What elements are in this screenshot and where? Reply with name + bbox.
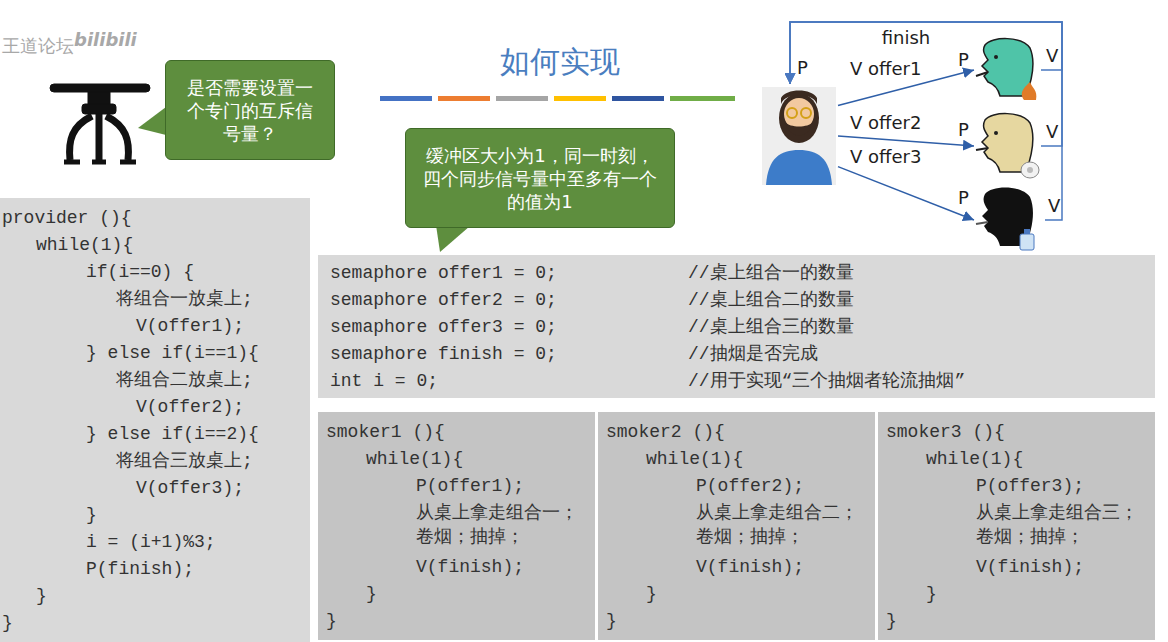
edge-label: V offer3 <box>848 147 923 167</box>
code-line: 从桌上拿走组合三；卷烟；抽掉； <box>976 501 1141 549</box>
code-line: //桌上组合三的数量 <box>688 315 854 339</box>
smoker-figure <box>976 188 1034 250</box>
semaphore-op: V <box>1046 46 1058 66</box>
code-line: if(i==0) { <box>86 260 194 284</box>
code-line: 将组合二放桌上; <box>116 368 253 392</box>
code-line: semaphore offer3 = 0; <box>330 315 557 339</box>
code-line: V(offer3); <box>136 476 244 500</box>
code-line: V(offer1); <box>136 314 244 338</box>
feedback-arrow <box>790 22 1062 84</box>
feedback-arrow <box>790 22 1062 220</box>
semaphore-op: V <box>1046 122 1058 142</box>
slide-title: 如何实现 <box>500 42 620 83</box>
title-bar <box>380 96 735 101</box>
code-line: } <box>366 582 377 606</box>
code-line: } <box>326 609 337 633</box>
code-line: } else if(i==1){ <box>86 341 259 365</box>
code-line: } else if(i==2){ <box>86 422 259 446</box>
bubble-pointer <box>436 225 470 252</box>
code-line: } <box>886 609 897 633</box>
code-panel: smoker2 (){ while(1){ P(offer2); 从桌上拿走组合二；卷… <box>598 412 875 640</box>
provider-figure <box>762 87 836 185</box>
code-line: } <box>646 582 657 606</box>
code-line: //桌上组合二的数量 <box>688 288 854 312</box>
smoker-person <box>975 188 1045 252</box>
code-line: V(finish); <box>696 555 804 579</box>
code-line: V(offer2); <box>136 395 244 419</box>
semaphore-op: P <box>958 50 969 70</box>
edge-label: finish <box>880 28 933 48</box>
code-line: 将组合一放桌上; <box>116 287 253 311</box>
semaphore-op: V <box>1048 196 1060 216</box>
callout-bubble: 缓冲区大小为1，同一时刻，四个同步信号量中至多有一个的值为1 <box>405 128 675 228</box>
code-panel: smoker3 (){ while(1){ P(offer3); 从桌上拿走组合三；卷… <box>878 412 1155 640</box>
code-line: } <box>606 609 617 633</box>
stool-icon <box>50 84 150 162</box>
callout-text: 是否需要设置一个专门的互斥信号量？ <box>185 76 315 145</box>
code-line: } <box>36 584 47 608</box>
code-line: //抽烟是否完成 <box>688 342 818 366</box>
code-line: while(1){ <box>366 447 463 471</box>
code-line: smoker2 (){ <box>606 420 725 444</box>
semaphore-op: P <box>958 188 969 208</box>
code-line: //桌上组合一的数量 <box>688 261 854 285</box>
signal-arrow <box>838 167 974 220</box>
edge-label: V offer1 <box>848 59 923 79</box>
code-line: while(1){ <box>926 447 1023 471</box>
code-line: P(offer1); <box>416 474 524 498</box>
feedback-arrow <box>790 22 1062 146</box>
code-line: int i = 0; <box>330 369 438 393</box>
provider-person <box>760 85 838 187</box>
smoker-figure <box>976 114 1039 178</box>
code-line: 将组合三放桌上; <box>116 449 253 473</box>
edge-label: V offer2 <box>848 113 923 133</box>
declaration-panel: semaphore offer1 = 0; //桌上组合一的数量 semaphore… <box>318 255 1155 398</box>
code-line: semaphore offer1 = 0; <box>330 261 557 285</box>
code-line: smoker1 (){ <box>326 420 445 444</box>
watermark: bilibili <box>74 30 137 50</box>
code-line: } <box>926 582 937 606</box>
code-line: i = (i+1)%3; <box>86 530 216 554</box>
code-line: P(finish); <box>86 557 194 581</box>
code-line: smoker3 (){ <box>886 420 1005 444</box>
code-line: V(finish); <box>416 555 524 579</box>
code-line: provider (){ <box>2 206 132 230</box>
semaphore-op: P <box>797 58 808 78</box>
callout-bubble: 是否需要设置一个专门的互斥信号量？ <box>165 60 335 160</box>
code-line: P(offer3); <box>976 474 1084 498</box>
code-line: } <box>2 611 13 635</box>
code-panel: smoker1 (){ while(1){ P(offer1); 从桌上拿走组合一；卷… <box>318 412 595 640</box>
semaphore-op: P <box>958 120 969 140</box>
code-line: P(offer2); <box>696 474 804 498</box>
callout-text: 缓冲区大小为1，同一时刻，四个同步信号量中至多有一个的值为1 <box>420 144 660 213</box>
code-line: semaphore finish = 0; <box>330 342 557 366</box>
code-line: V(finish); <box>976 555 1084 579</box>
code-line: } <box>86 503 97 527</box>
code-line: 从桌上拿走组合一；卷烟；抽掉； <box>416 501 581 549</box>
code-panel: provider (){ while(1){ if(i==0) { 将组合一放桌上; V… <box>0 198 310 642</box>
smoker-person <box>975 38 1041 102</box>
signal-arrow <box>838 136 974 146</box>
smoker-person <box>975 113 1041 179</box>
code-line: while(1){ <box>646 447 743 471</box>
code-line: //用于实现“三个抽烟者轮流抽烟” <box>688 369 965 393</box>
code-line: semaphore offer2 = 0; <box>330 288 557 312</box>
smoker-figure <box>976 39 1036 100</box>
code-line: 从桌上拿走组合二；卷烟；抽掉； <box>696 501 861 549</box>
code-line: while(1){ <box>36 233 133 257</box>
watermark: 王道论坛 <box>2 36 74 56</box>
